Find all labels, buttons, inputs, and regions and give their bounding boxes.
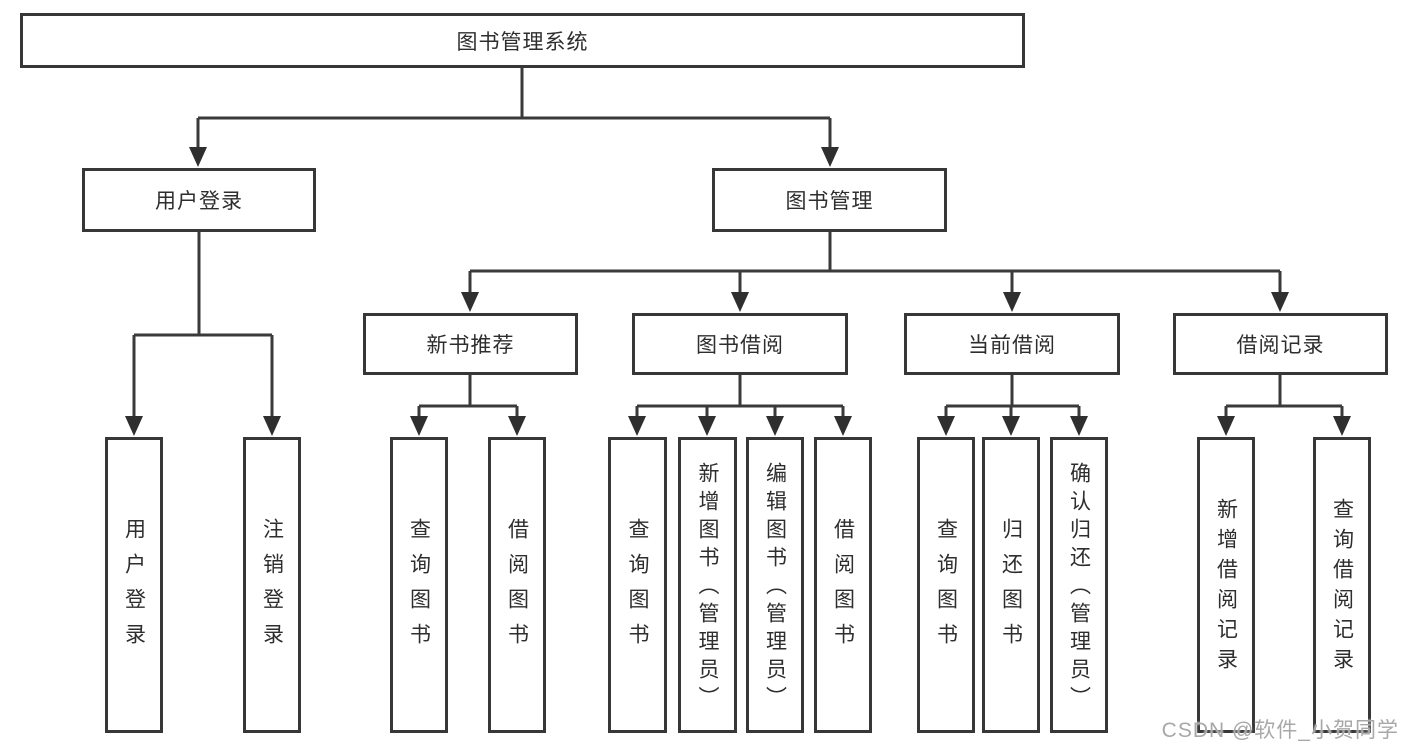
node-borrow-records: 借阅记录 — [1173, 313, 1388, 375]
leaf-confirm-return-admin: 确认归还（管理员） — [1050, 437, 1108, 733]
leaf-return-book: 归还图书 — [982, 437, 1040, 733]
node-current-borrow: 当前借阅 — [904, 313, 1120, 375]
leaf-query-borrow-record: 查询借阅记录 — [1313, 437, 1371, 733]
leaf-edit-book-admin: 编辑图书（管理员） — [746, 437, 804, 733]
leaf-query-books-borrow: 查询图书 — [608, 437, 667, 733]
leaf-borrow-books-recommend: 借阅图书 — [488, 437, 546, 733]
node-book-borrow: 图书借阅 — [632, 313, 848, 375]
node-book-management: 图书管理 — [712, 168, 947, 232]
leaf-logout: 注销登录 — [243, 437, 301, 733]
leaf-add-book-admin: 新增图书（管理员） — [678, 437, 737, 733]
node-user-login: 用户登录 — [82, 168, 316, 232]
leaf-user-login: 用户登录 — [105, 437, 163, 733]
leaf-query-books-current: 查询图书 — [917, 437, 975, 733]
leaf-borrow-books: 借阅图书 — [814, 437, 872, 733]
watermark: CSDN @软件_小贺同学 — [1161, 719, 1399, 742]
leaf-add-borrow-record: 新增借阅记录 — [1197, 437, 1255, 733]
node-root: 图书管理系统 — [20, 13, 1025, 68]
leaf-query-books-recommend: 查询图书 — [390, 437, 448, 733]
node-new-book-recommend: 新书推荐 — [363, 313, 578, 375]
